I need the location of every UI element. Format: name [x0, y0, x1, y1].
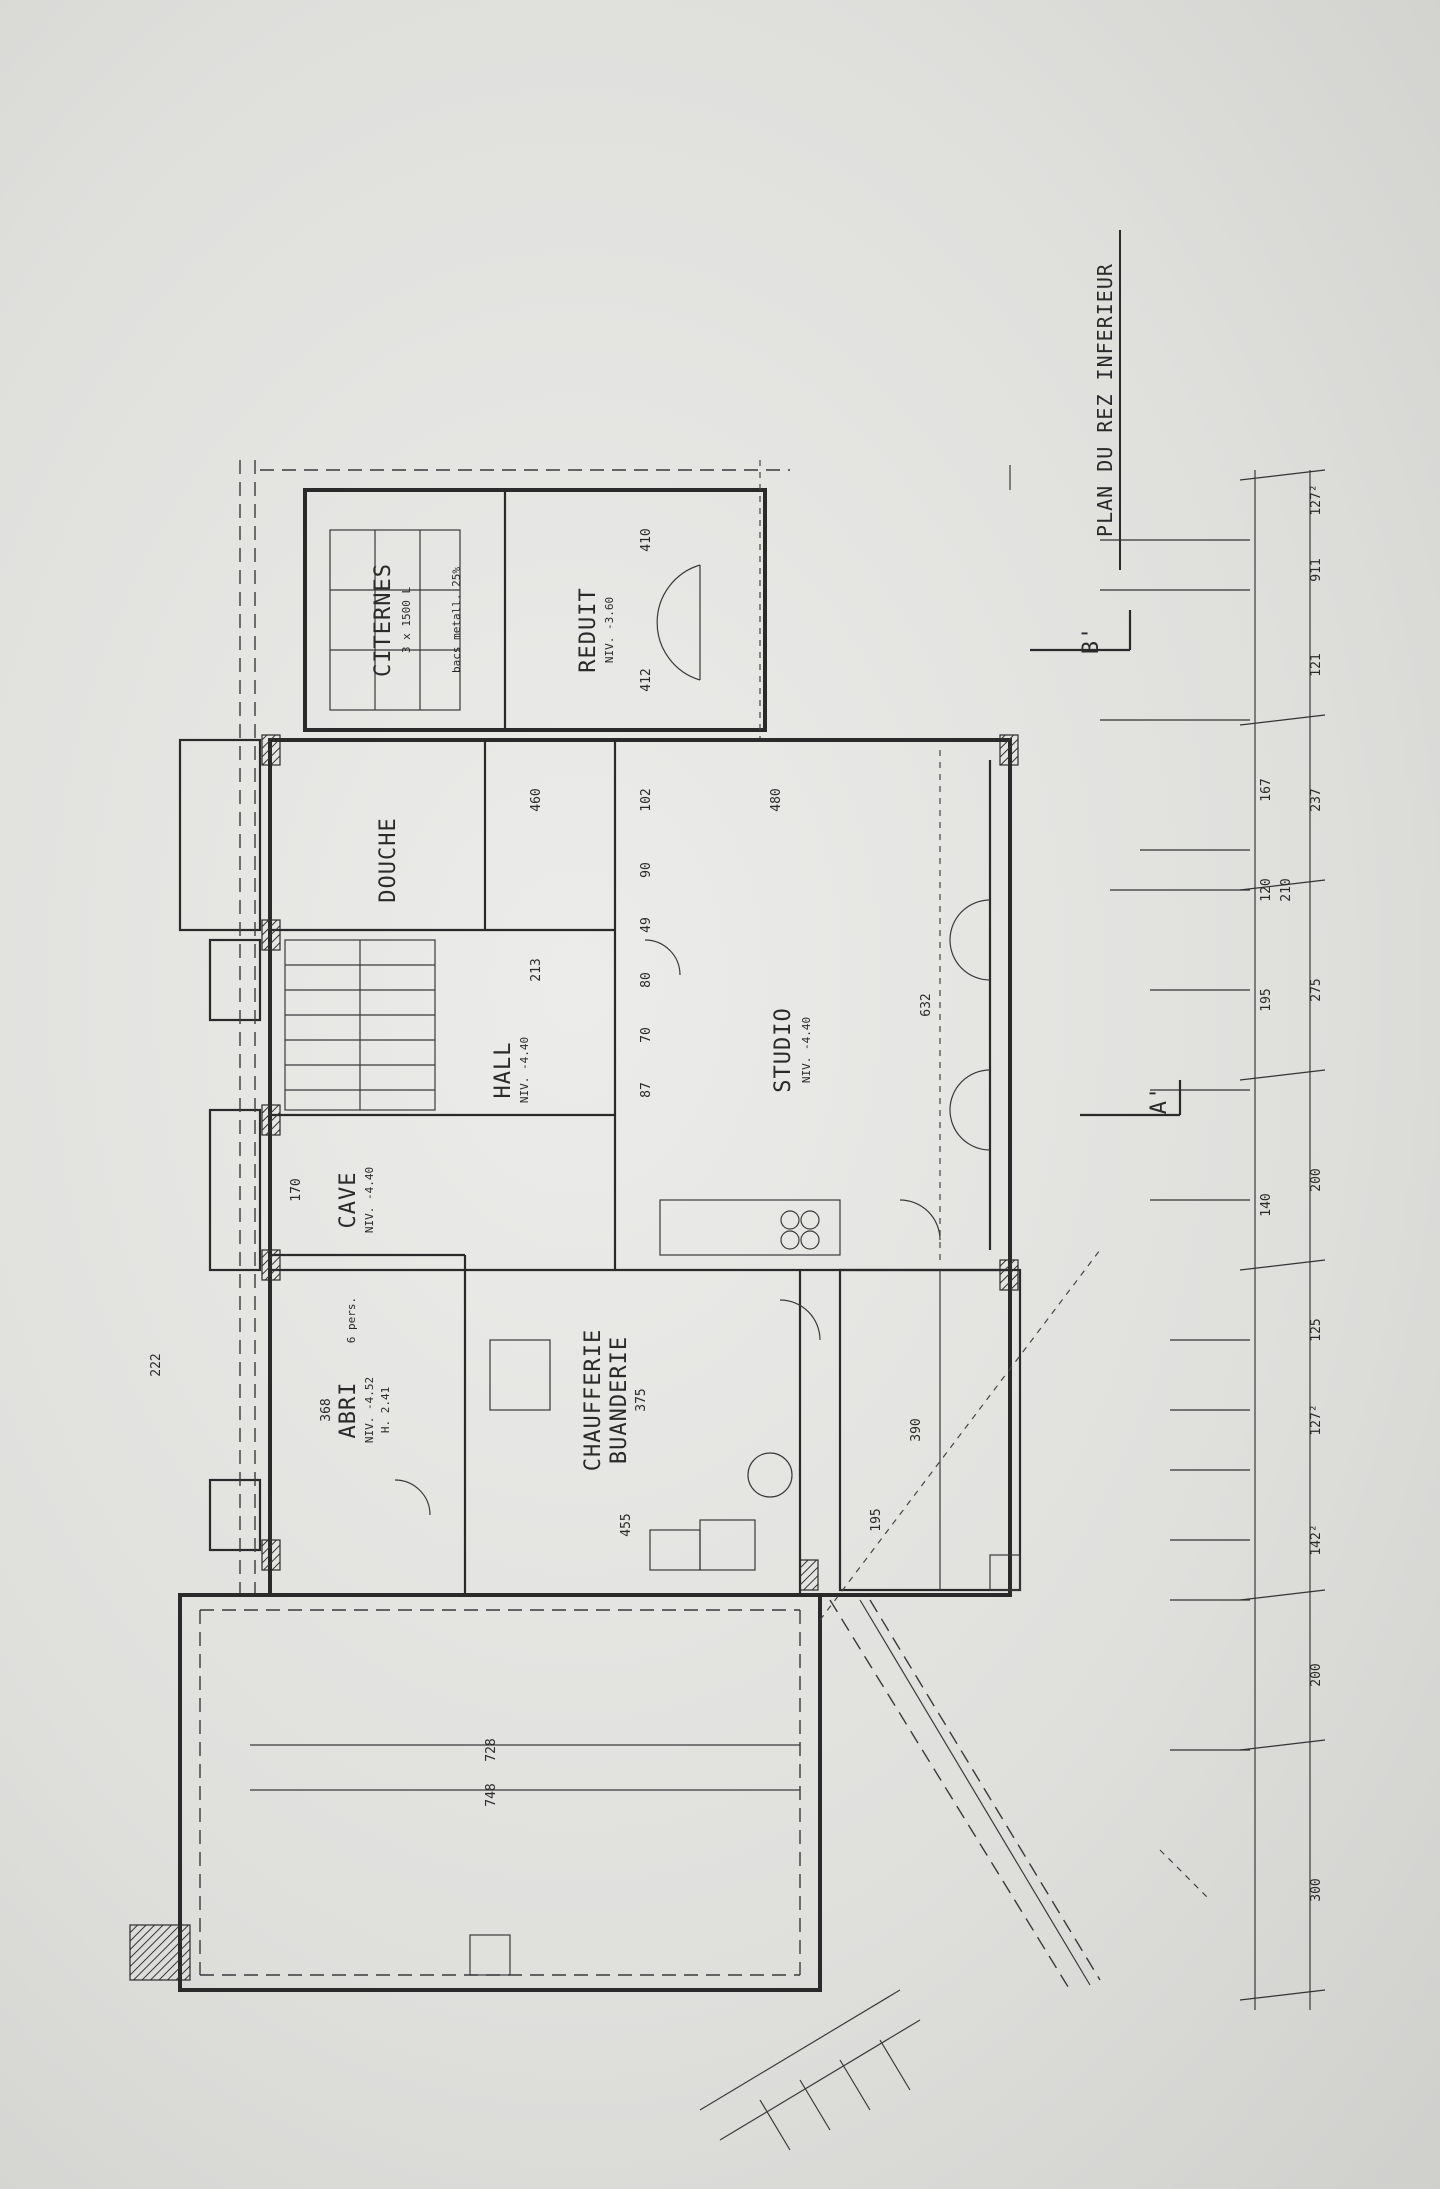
dim-125: 125 — [1309, 1318, 1324, 1341]
dim-chauff-455: 455 — [619, 1513, 634, 1536]
dim-275: 275 — [1309, 978, 1324, 1001]
staircase — [284, 939, 436, 1111]
room-label-abri: ABRI — [336, 1382, 361, 1439]
citernes-reduit-block — [303, 488, 767, 732]
section-mark-b: B' — [1079, 626, 1104, 655]
dim-127-b: 127² — [1309, 1404, 1324, 1435]
dim-412: 412 — [639, 668, 654, 691]
dim-167: 167 — [1259, 778, 1274, 801]
cave-level: NIV. -4.40 — [363, 1167, 376, 1233]
dim-upper-width: 460 — [529, 788, 544, 811]
dim-70: 70 — [639, 1027, 654, 1043]
room-label-studio: STUDIO — [771, 1007, 796, 1092]
dim-200-a: 200 — [1309, 1168, 1324, 1191]
studio-level: NIV. -4.40 — [800, 1017, 813, 1083]
dim-studio-length: 632 — [919, 993, 934, 1016]
hall-level: NIV. -4.40 — [518, 1037, 531, 1103]
dim-121: 121 — [1309, 653, 1324, 676]
dim-210: 210 — [1279, 878, 1294, 901]
room-label-reduit: REDUIT — [576, 587, 601, 672]
dim-140: 140 — [1259, 1193, 1274, 1216]
dim-102: 102 — [639, 788, 654, 811]
room-label-cave: CAVE — [336, 1172, 361, 1229]
boiler — [489, 1339, 551, 1411]
dim-300: 300 — [1309, 1878, 1324, 1901]
reduit-level: NIV. -3.60 — [603, 597, 616, 663]
dim-222: 222 — [149, 1353, 164, 1376]
room-label-hall: HALL — [491, 1042, 516, 1099]
dim-87: 87 — [639, 1082, 654, 1098]
dim-49: 49 — [639, 917, 654, 933]
dim-chauff-375: 375 — [634, 1388, 649, 1411]
room-label-citernes: CITERNES — [371, 563, 396, 677]
dim-142: 142² — [1309, 1524, 1324, 1555]
citernes-note: 3 x 1500 L — [400, 587, 413, 654]
room-label-buanderie: BUANDERIE — [607, 1336, 632, 1464]
dim-120: 120 — [1259, 878, 1274, 901]
dim-237: 237 — [1309, 788, 1324, 811]
dim-127-a: 127² — [1309, 484, 1324, 515]
dim-90: 90 — [639, 862, 654, 878]
section-mark-a: A' — [1147, 1086, 1172, 1115]
dim-terrace-b: 748 — [484, 1783, 499, 1806]
dim-terrace-a: 728 — [484, 1738, 499, 1761]
dim-80: 80 — [639, 972, 654, 988]
plan-title: PLAN DU REZ INFERIEUR — [1093, 263, 1117, 537]
dim-abri-length: 368 — [319, 1398, 334, 1421]
room-label-chaufferie: CHAUFFERIE — [581, 1329, 606, 1471]
abri-capacity: 6 pers. — [345, 1297, 358, 1343]
dim-right-390: 390 — [909, 1418, 924, 1441]
dim-studio-width: 480 — [769, 788, 784, 811]
abri-height: H. 2.41 — [379, 1387, 392, 1433]
dim-170: 170 — [289, 1178, 304, 1201]
kitchen-counter — [659, 1199, 841, 1256]
dim-195: 195 — [1259, 988, 1274, 1011]
dim-right-195: 195 — [869, 1508, 884, 1531]
abri-level: NIV. -4.52 — [363, 1377, 376, 1443]
citernes-note2: bacs metall. 25% — [450, 567, 463, 673]
dim-200-b: 200 — [1309, 1663, 1324, 1686]
terrace-outline — [178, 1593, 822, 1992]
dim-911: 911 — [1309, 558, 1324, 581]
dim-213: 213 — [529, 958, 544, 981]
room-label-douche: DOUCHE — [376, 817, 401, 902]
dim-410: 410 — [639, 528, 654, 551]
